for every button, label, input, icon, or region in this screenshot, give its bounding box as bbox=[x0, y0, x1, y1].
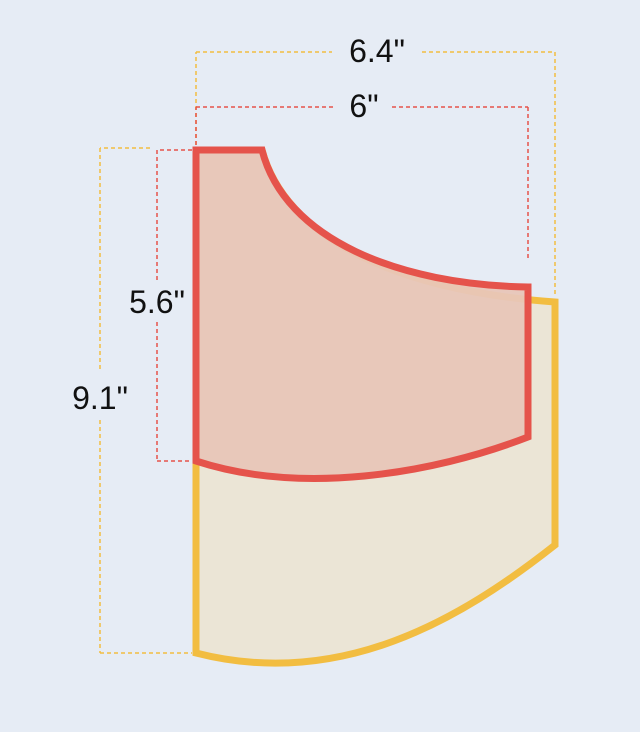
small-width-dimension-line bbox=[195, 106, 529, 258]
small-width-label: 6" bbox=[349, 88, 378, 124]
large-height-label: 9.1" bbox=[72, 380, 128, 416]
large-height-dimension-line bbox=[99, 147, 192, 654]
small-pattern-piece bbox=[192, 146, 532, 482]
small-height-label: 5.6" bbox=[129, 284, 185, 320]
large-width-label: 6.4" bbox=[349, 33, 405, 69]
small-height-dimension-line bbox=[156, 149, 192, 462]
